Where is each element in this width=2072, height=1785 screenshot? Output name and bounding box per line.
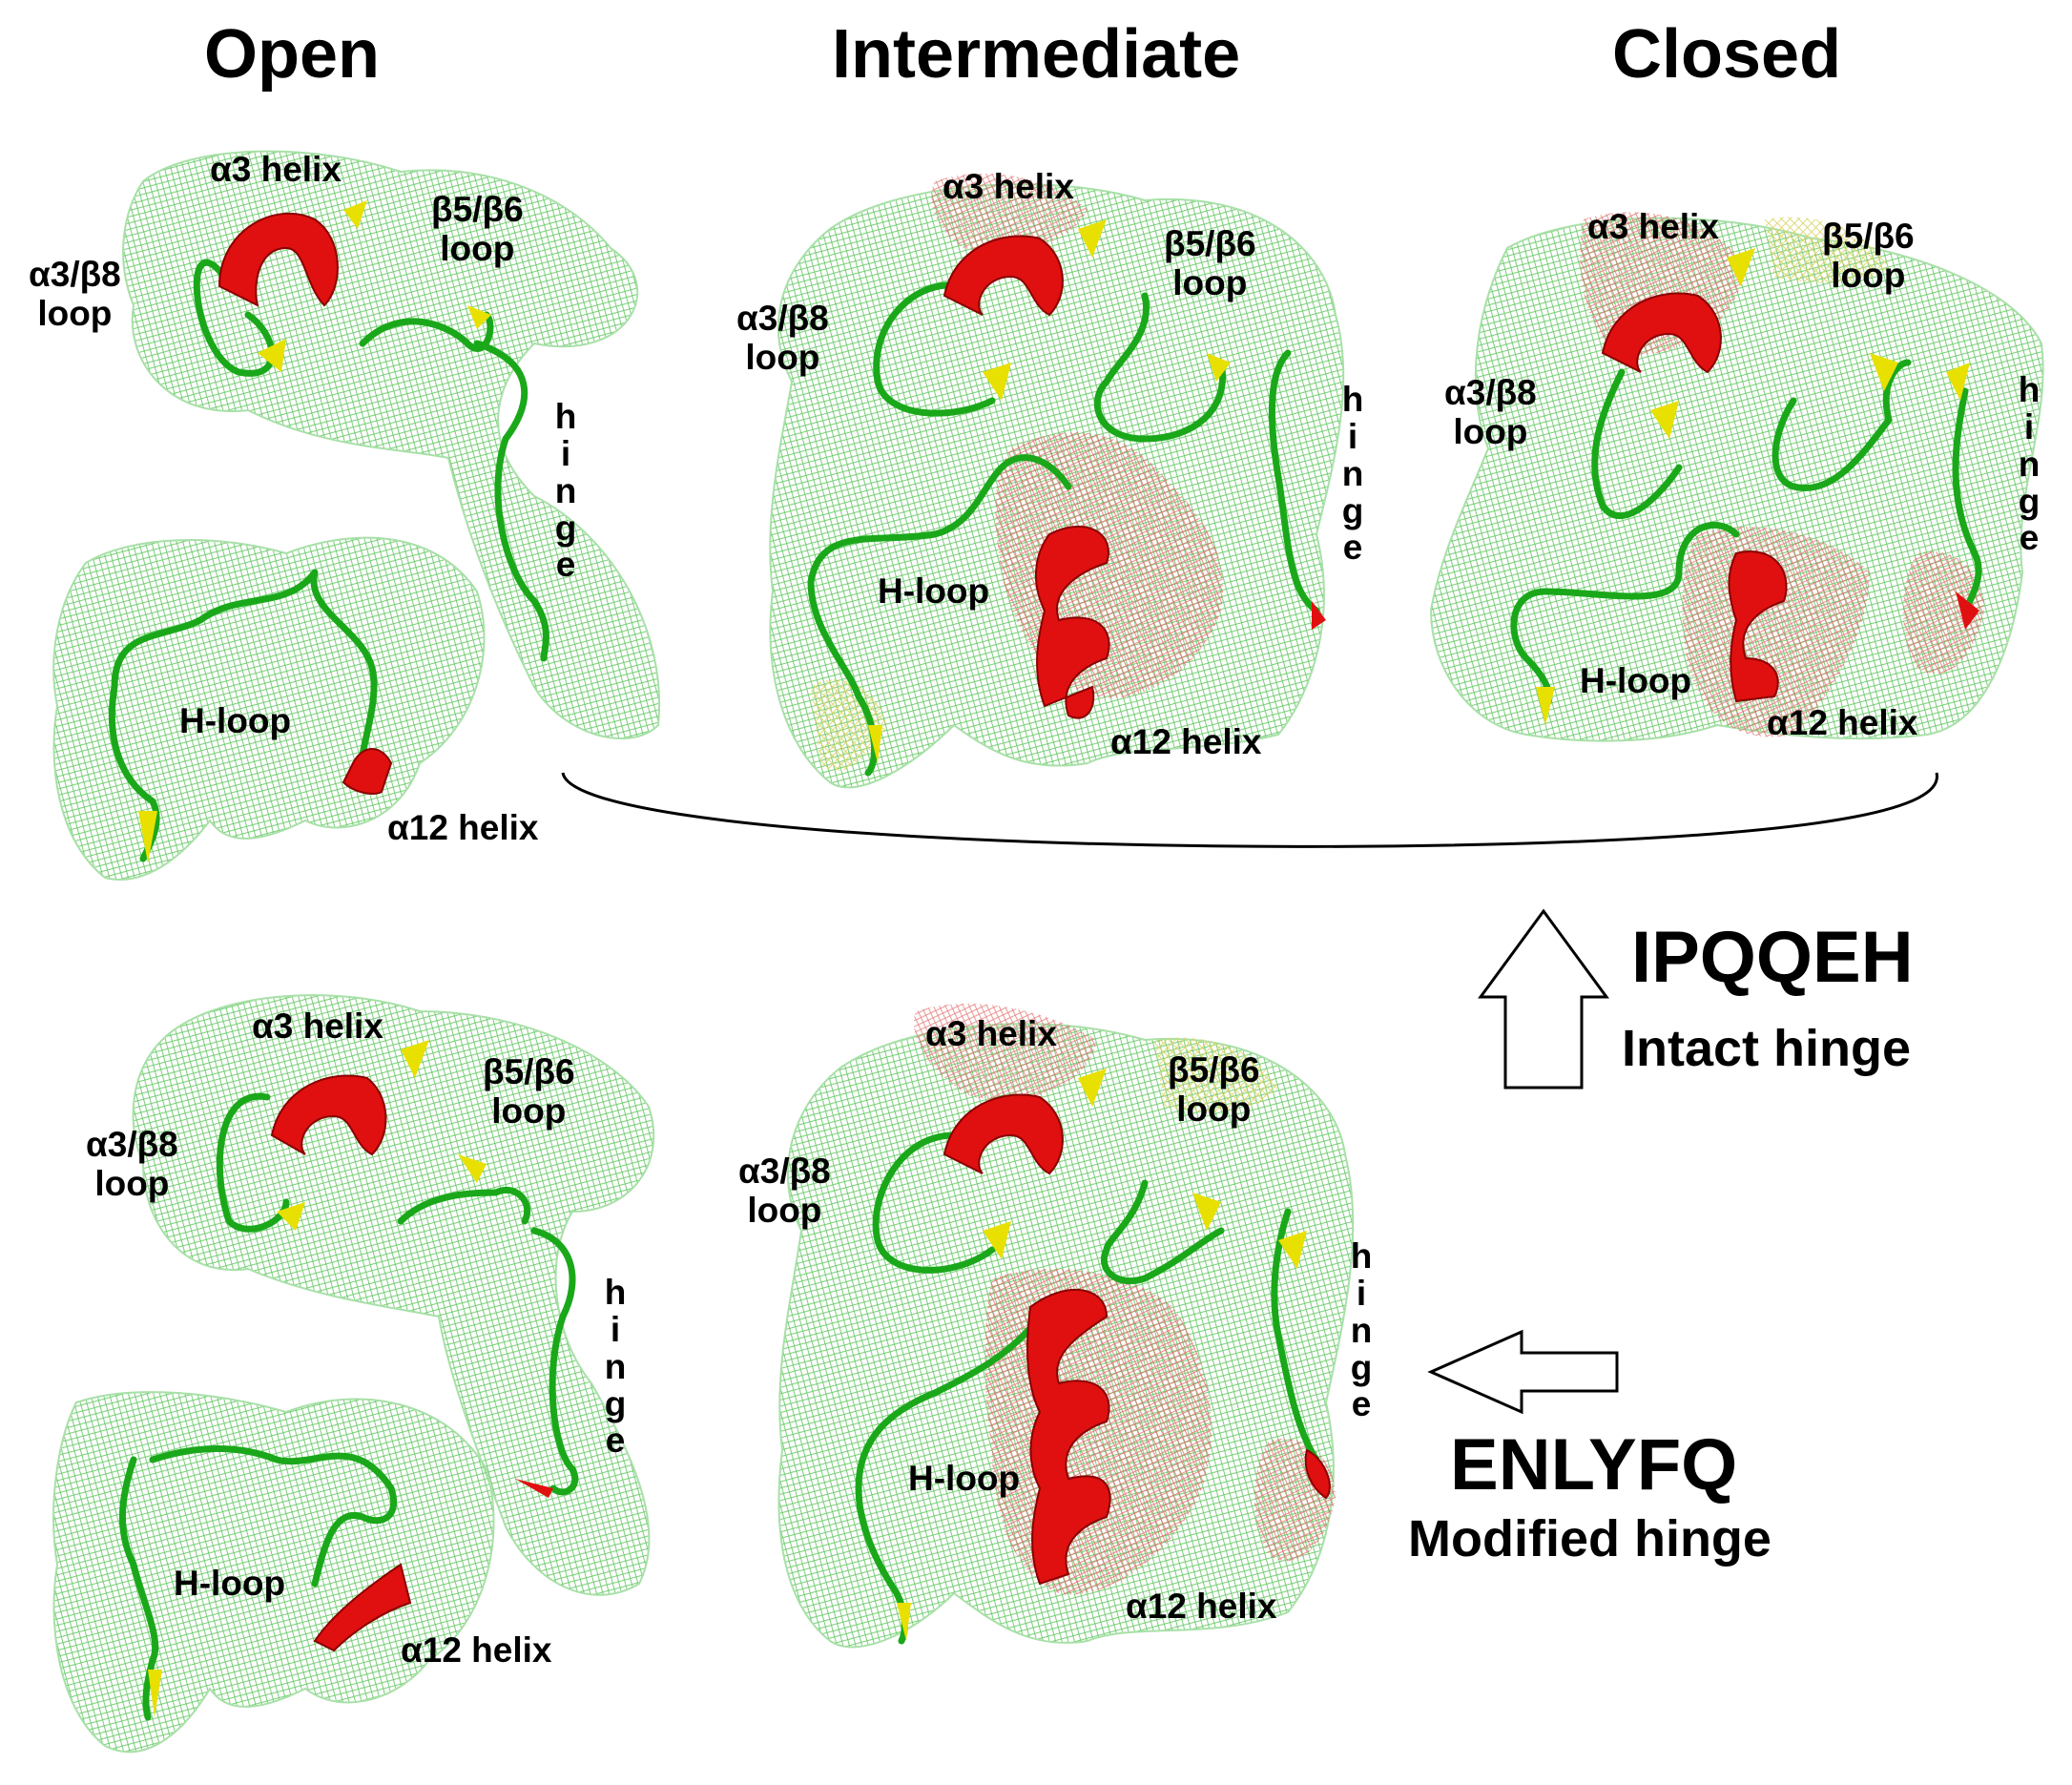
- hinge-helix-ribbon: [1312, 601, 1326, 630]
- label-alpha3-helix: α3 helix: [210, 150, 342, 189]
- label-alpha12-helix: α12 helix: [401, 1630, 552, 1670]
- alpha3-helix-ribbon: [218, 212, 339, 307]
- label-h-loop: H-loop: [878, 571, 990, 611]
- hinge-helix-ribbon: [1304, 1448, 1331, 1500]
- label-alpha12-helix: α12 helix: [1767, 703, 1918, 742]
- mesh-surface: [811, 679, 887, 771]
- mesh-surface: [1765, 217, 1889, 283]
- mesh-surface: [1154, 1037, 1278, 1112]
- label-alpha3-helix: α3 helix: [943, 167, 1074, 206]
- beta-strand: [983, 363, 1011, 401]
- beta-strand: [868, 725, 882, 763]
- label-alpha3-helix: α3 helix: [1587, 207, 1719, 246]
- beta-strand: [458, 1154, 487, 1183]
- alpha12-helix-ribbon: [1728, 550, 1788, 703]
- beta-strand: [1536, 687, 1555, 725]
- mesh-surface: [1429, 217, 2044, 742]
- open-structure-top: [52, 150, 661, 881]
- backbone-coil: [1510, 359, 1982, 710]
- left-arrow: [1427, 1329, 1619, 1415]
- mesh-surface: [1903, 551, 1984, 675]
- hinge-helix-ribbon: [515, 1479, 553, 1498]
- column-title-open: Open: [204, 16, 381, 93]
- intermediate-structure-top: [769, 173, 1345, 789]
- beta-strand: [1078, 1069, 1107, 1107]
- label-alpha12-helix: α12 helix: [1110, 722, 1262, 761]
- beta-strand: [1192, 1193, 1221, 1231]
- closed-structure-top: [1429, 212, 2044, 742]
- alpha12-helix-ribbon: [342, 748, 393, 795]
- alpha12-helix-ribbon: [313, 1563, 412, 1652]
- alpha3-helix-ribbon: [270, 1074, 387, 1156]
- label-alpha3-helix: α3 helix: [252, 1007, 383, 1046]
- alpha12-helix-ribbon: [1026, 1288, 1111, 1586]
- alpha3-helix-ribbon: [1601, 292, 1722, 374]
- beta-strand: [277, 1202, 305, 1231]
- mesh-surface: [914, 1003, 1097, 1100]
- intact-hinge-sequence: IPQQEH: [1631, 917, 1914, 998]
- modified-hinge-sequence: ENLYFQ: [1450, 1424, 1738, 1505]
- alpha12-helix-ribbon: [1034, 525, 1110, 719]
- mesh-surface: [931, 173, 1088, 252]
- backbone-coil: [855, 1131, 1320, 1645]
- alpha3-helix-ribbon: [943, 235, 1064, 317]
- beta-strand: [343, 200, 367, 229]
- label-alpha12-helix: α12 helix: [1126, 1587, 1277, 1626]
- beta-strand: [467, 305, 491, 329]
- column-title-intermediate: Intermediate: [832, 16, 1241, 93]
- beta-strand: [1078, 219, 1107, 258]
- label-h-loop: H-loop: [908, 1459, 1021, 1498]
- backbone-coil: [216, 1092, 578, 1496]
- beta-strand: [897, 1603, 911, 1641]
- backbone-coil: [119, 1444, 398, 1721]
- modified-hinge-label: Modified hinge: [1408, 1510, 1772, 1567]
- label-h-loop: H-loop: [179, 701, 292, 740]
- up-arrow: [1478, 908, 1609, 1090]
- beta-strand: [983, 1221, 1011, 1259]
- beta-strand: [1207, 353, 1231, 382]
- beta-strand: [1727, 248, 1755, 286]
- label-alpha12-helix: α12 helix: [387, 808, 539, 847]
- beta-strand: [1946, 363, 1970, 401]
- hinge-helix-ribbon: [1956, 592, 1979, 630]
- intact-hinge-label: Intact hinge: [1622, 1020, 1912, 1077]
- beta-strand: [138, 811, 157, 863]
- beta-strand: [1650, 401, 1679, 439]
- label-h-loop: H-loop: [174, 1564, 286, 1603]
- intermediate-structure-bottom: [777, 1003, 1355, 1649]
- beta-strand: [1278, 1231, 1307, 1269]
- mesh-surface: [132, 994, 655, 1596]
- beta-strand: [258, 339, 286, 372]
- backbone-coil: [193, 259, 549, 662]
- beta-strand: [401, 1040, 429, 1078]
- connecting-bracket: [561, 772, 1938, 848]
- label-h-loop: H-loop: [1580, 661, 1692, 700]
- backbone-coil: [807, 281, 1320, 777]
- open-structure-bottom: [52, 994, 655, 1754]
- alpha3-helix-ribbon: [943, 1093, 1064, 1175]
- column-title-closed: Closed: [1612, 16, 1842, 93]
- beta-strand: [1870, 353, 1898, 391]
- label-alpha3-helix: α3 helix: [925, 1014, 1057, 1053]
- beta-strand: [148, 1670, 162, 1717]
